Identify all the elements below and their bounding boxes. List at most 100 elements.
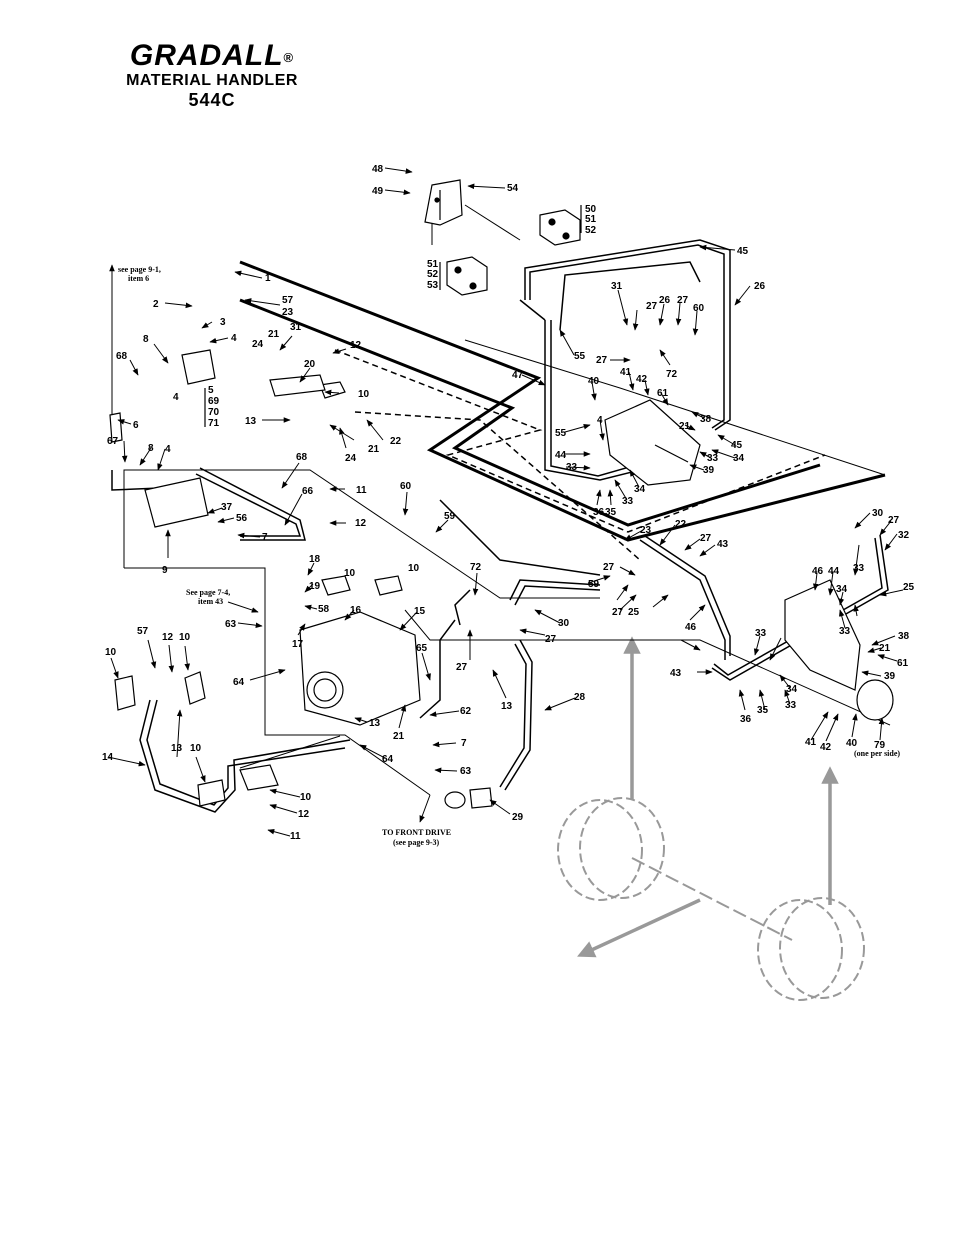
callout-labels: 48 49 54 50 51 52 51 52 53 45 26 1 2 23 … xyxy=(102,164,915,842)
callout-45: 45 xyxy=(731,440,743,451)
callout-30: 30 xyxy=(872,508,884,519)
right-wheel xyxy=(757,897,865,1001)
callout-65: 65 xyxy=(416,643,428,654)
callout-34: 34 xyxy=(733,453,745,464)
callout-22: 22 xyxy=(675,519,687,530)
callout-21: 21 xyxy=(268,329,280,340)
manifold-20 xyxy=(269,374,326,397)
callout-27: 27 xyxy=(603,562,615,573)
callout-10: 10 xyxy=(190,743,202,754)
callout-10: 10 xyxy=(344,568,356,579)
see-page-9-1-line2: item 6 xyxy=(128,274,149,283)
callout-18: 18 xyxy=(309,554,321,565)
callout-33: 33 xyxy=(785,700,797,711)
clamp-10-mid xyxy=(184,671,206,705)
clamp-block-51 xyxy=(446,256,488,296)
callout-33: 33 xyxy=(839,626,851,637)
brand-logo: GRADALL® xyxy=(112,40,312,72)
callout-27: 27 xyxy=(545,634,557,645)
forward-direction-arrow xyxy=(577,898,701,958)
callout-13: 13 xyxy=(245,416,257,427)
callout-27: 27 xyxy=(646,301,658,312)
callout-21: 21 xyxy=(368,444,380,455)
left-wheel xyxy=(557,797,665,901)
callout-27: 27 xyxy=(596,355,608,366)
callout-7: 7 xyxy=(461,738,467,749)
callout-12: 12 xyxy=(298,809,310,820)
callout-27: 27 xyxy=(677,295,689,306)
valve-block-9 xyxy=(144,477,209,528)
front-drive-line1: TO FRONT DRIVE xyxy=(382,828,451,837)
clamp-block-10b xyxy=(321,575,351,596)
callout-40: 40 xyxy=(588,376,600,387)
callout-2: 2 xyxy=(153,299,159,310)
callout-15: 15 xyxy=(414,606,426,617)
callout-72: 72 xyxy=(666,369,678,380)
callout-7: 7 xyxy=(262,532,268,543)
callout-12: 12 xyxy=(355,518,367,529)
callout-67: 67 xyxy=(107,436,119,447)
callout-44: 44 xyxy=(555,450,567,461)
parts xyxy=(109,179,894,809)
callout-32: 32 xyxy=(898,530,910,541)
dashed-hose-run xyxy=(334,349,826,561)
callout-44: 44 xyxy=(828,566,840,577)
callout-60: 60 xyxy=(400,481,412,492)
callout-23: 23 xyxy=(640,525,652,536)
callout-52: 52 xyxy=(427,269,439,280)
callout-59: 59 xyxy=(588,579,600,590)
callout-33: 33 xyxy=(755,628,767,639)
callout-10: 10 xyxy=(105,647,117,658)
callout-14: 14 xyxy=(102,752,114,763)
callout-4: 4 xyxy=(173,392,179,403)
callout-22: 22 xyxy=(390,436,402,447)
callout-70: 70 xyxy=(208,407,220,418)
brand-name: GRADALL xyxy=(129,39,284,72)
callout-38: 38 xyxy=(898,631,910,642)
callout-55: 55 xyxy=(555,428,567,439)
callout-27: 27 xyxy=(456,662,468,673)
callout-34: 34 xyxy=(836,584,848,595)
callout-10: 10 xyxy=(358,389,370,400)
callout-50: 50 xyxy=(585,204,597,215)
callout-69: 69 xyxy=(208,396,220,407)
callout-21: 21 xyxy=(879,643,891,654)
notes: see page 9-1, item 6 See page 7-4, item … xyxy=(118,265,900,847)
callout-62: 62 xyxy=(460,706,472,717)
callout-25: 25 xyxy=(903,582,915,593)
rear-motor-upper-39 xyxy=(604,399,701,486)
callout-53: 53 xyxy=(427,280,439,291)
callout-11: 11 xyxy=(356,485,367,496)
callout-39: 39 xyxy=(703,465,715,476)
brand-block: GRADALL® MATERIAL HANDLER 544C xyxy=(112,40,312,111)
callout-27: 27 xyxy=(700,533,712,544)
callout-31: 31 xyxy=(290,322,302,333)
callout-24: 24 xyxy=(252,339,264,350)
callout-49: 49 xyxy=(372,186,384,197)
callout-5: 5 xyxy=(208,385,214,396)
callout-61: 61 xyxy=(657,388,669,399)
callout-71: 71 xyxy=(208,418,220,429)
callout-68: 68 xyxy=(296,452,308,463)
callout-33: 33 xyxy=(566,462,578,473)
see-page-7-4-line2: item 43 xyxy=(198,597,223,606)
callout-61: 61 xyxy=(897,658,909,669)
one-per-side: (one per side) xyxy=(854,749,900,758)
callout-35: 35 xyxy=(605,507,617,518)
callout-56: 56 xyxy=(236,513,248,524)
callout-13: 13 xyxy=(171,743,183,754)
rear-motor-lower-39 xyxy=(784,579,894,721)
callout-23: 23 xyxy=(282,307,294,318)
callout-24: 24 xyxy=(345,453,357,464)
bracket-54 xyxy=(424,179,463,226)
callout-21: 21 xyxy=(393,731,405,742)
callout-42: 42 xyxy=(636,374,648,385)
callout-9: 9 xyxy=(162,565,168,576)
callout-42: 42 xyxy=(820,742,832,753)
callout-brackets xyxy=(204,205,582,427)
callout-51: 51 xyxy=(585,214,597,225)
hydrostatic-pump-15 xyxy=(299,611,421,726)
callout-8: 8 xyxy=(143,334,149,345)
callout-27: 27 xyxy=(612,607,624,618)
callout-41: 41 xyxy=(805,737,817,748)
